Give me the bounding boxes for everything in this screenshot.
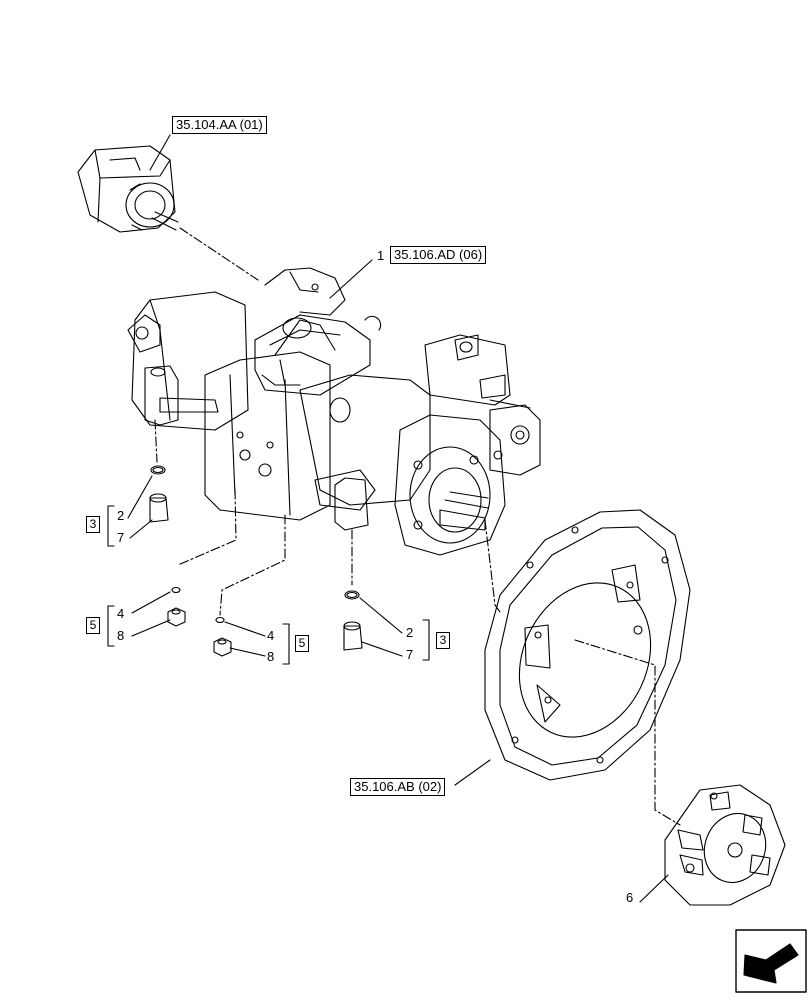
- leader-mid-4: [224, 621, 266, 637]
- flywheel-housing-illustration: [484, 509, 691, 781]
- bracket-mid: [282, 623, 290, 665]
- reference-regulator[interactable]: 35.106.AD (06): [390, 246, 487, 264]
- centerline-mid: [219, 514, 286, 616]
- reference-charge-pump[interactable]: 35.104.AA (01): [172, 116, 267, 134]
- navigation-arrow-icon[interactable]: [735, 929, 807, 993]
- oring-right: [344, 590, 360, 600]
- leader-flywheel-housing: [454, 759, 491, 786]
- bracket-left-lower: [107, 605, 115, 647]
- centerline-housing-to-coupling: [574, 639, 681, 826]
- callout-item-1: 1: [377, 248, 385, 263]
- leader-left-lower-4: [131, 591, 171, 614]
- group-box-left-upper[interactable]: 3: [86, 516, 100, 533]
- nut-left-lower: [167, 607, 186, 627]
- callout-right-7: 7: [406, 647, 414, 662]
- centerline-left-upper: [154, 419, 158, 463]
- leader-left-upper-2: [127, 475, 153, 519]
- callout-item-6: 6: [626, 890, 634, 905]
- oring-mid: [215, 616, 225, 624]
- centerline-charge-pump: [179, 227, 259, 281]
- main-pump-illustration: [127, 267, 541, 556]
- oring-left-lower: [171, 586, 181, 594]
- callout-mid-8: 8: [267, 649, 275, 664]
- reference-flywheel-housing[interactable]: 35.106.AB (02): [350, 778, 446, 796]
- callout-left-upper-7: 7: [117, 530, 125, 545]
- centerline-front-shaft: [484, 519, 501, 613]
- bracket-left-upper: [107, 505, 115, 547]
- leader-coupling: [639, 874, 669, 903]
- plug-right: [343, 621, 363, 651]
- leader-left-lower-8: [131, 619, 171, 637]
- leader-mid-8: [229, 647, 266, 657]
- group-box-right[interactable]: 3: [436, 632, 450, 649]
- leader-charge-pump: [149, 134, 171, 171]
- leader-right-7: [361, 641, 403, 657]
- leader-right-2: [359, 597, 403, 634]
- leader-item-1: [329, 259, 373, 299]
- bracket-right: [422, 619, 430, 661]
- charge-pump-illustration: [77, 145, 179, 233]
- callout-left-upper-2: 2: [117, 508, 125, 523]
- callout-right-2: 2: [406, 625, 414, 640]
- plug-left-upper: [149, 493, 169, 523]
- nut-mid: [213, 637, 232, 657]
- oring-left-upper: [150, 465, 166, 475]
- coupling-illustration: [664, 784, 786, 906]
- callout-mid-4: 4: [267, 628, 275, 643]
- group-box-left-lower[interactable]: 5: [86, 617, 100, 634]
- group-box-mid[interactable]: 5: [295, 635, 309, 652]
- centerline-left-lower: [177, 489, 237, 566]
- callout-left-lower-4: 4: [117, 606, 125, 621]
- callout-left-lower-8: 8: [117, 628, 125, 643]
- leader-left-upper-7: [129, 519, 153, 539]
